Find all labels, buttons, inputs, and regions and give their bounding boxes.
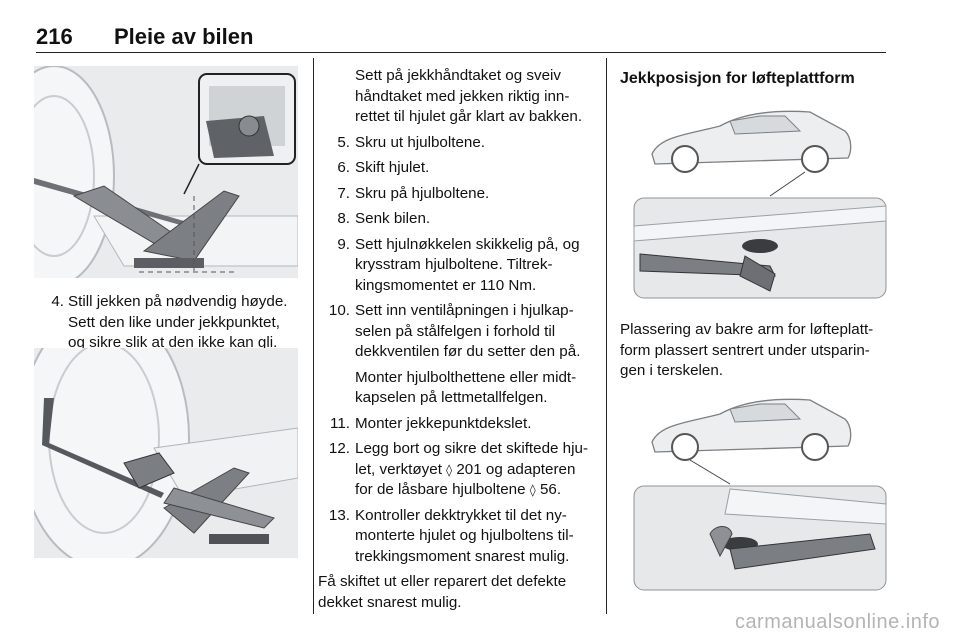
step-text: let, verktøyet ◊ 201 og adapteren <box>355 460 602 481</box>
list-item: 8. Senk bilen. <box>322 209 602 230</box>
list-item: 13. Kontroller dekktrykket til det ny- m… <box>322 506 602 568</box>
list-item: 12. Legg bort og sikre det skiftede hju-… <box>322 439 602 501</box>
step-number: 9. <box>337 235 350 253</box>
step-text: Sett hjulnøkkelen skikkelig på, og <box>355 235 580 253</box>
step-text: rettet til hjulet går klart av bakken. <box>355 108 583 125</box>
step-text: Monter jekkepunktdekslet. <box>355 414 532 432</box>
chapter-title: Pleie av bilen <box>114 24 254 49</box>
list-item: 4. Still jekken på nødvendig høyde. Sett… <box>44 292 306 354</box>
step-text-part: let, verktøyet <box>355 460 447 478</box>
step-text-part: for de låsbare hjulboltene <box>355 481 530 498</box>
step-number: 10. <box>328 302 350 319</box>
step-number: 7. <box>337 184 350 202</box>
step-text: Skift hjulet. <box>355 159 430 176</box>
step-text: Legg bort og sikre det skiftede hju- <box>355 440 589 457</box>
step-text: Skru ut hjulboltene. <box>355 133 486 151</box>
step-number: 11. <box>330 414 350 432</box>
step-text: Senk bilen. <box>355 210 431 227</box>
step-text: selen på stålfelgen i forhold til <box>355 322 556 340</box>
list-item: 7. Skru på hjulboltene. <box>322 184 602 205</box>
list-item: 9. Sett hjulnøkkelen skikkelig på, og kr… <box>322 235 602 297</box>
page-header: 216 Pleie av bilen <box>36 24 886 53</box>
jack-crank-illustration <box>34 348 298 558</box>
step-number: 4. <box>51 293 64 310</box>
step-list: 4. Still jekken på nødvendig høyde. Sett… <box>44 292 306 359</box>
page-reference-icon: ◊ <box>446 462 453 477</box>
page-reference[interactable]: 201 og adapteren <box>452 460 576 478</box>
step-number: 8. <box>337 210 350 227</box>
page-number: 216 <box>36 24 73 49</box>
step-text: for de låsbare hjulboltene ◊ 56. <box>355 480 602 501</box>
caption-text: gen i terskelen. <box>620 362 723 379</box>
step-text: kapselen på lettmetallfelgen. <box>355 389 548 406</box>
step-text: krysstram hjulboltene. Tiltrek- <box>355 256 553 273</box>
step-text: Skru på hjulboltene. <box>355 184 490 202</box>
step-number: 6. <box>337 159 350 176</box>
column-divider <box>313 58 315 614</box>
page-reference-icon: ◊ <box>529 483 536 497</box>
step-text: Kontroller dekktrykket til det ny- <box>355 506 567 524</box>
list-item: 5. Skru ut hjulboltene. <box>322 133 602 154</box>
step-text: håndtaket med jekken riktig inn- <box>355 87 570 105</box>
list-item: 11. Monter jekkepunktdekslet. <box>322 414 602 435</box>
step-text: Still jekken på nødvendig høyde. <box>68 293 288 310</box>
column-divider <box>606 58 608 614</box>
section-heading: Jekkposisjon for løfteplattform <box>620 70 855 87</box>
step-text: Monter hjulbolthettene eller midt- <box>355 368 577 386</box>
closing-paragraph: Få skiftet ut eller reparert det defekte… <box>318 572 602 613</box>
step-number: 5. <box>337 133 350 151</box>
step-number: 13. <box>328 506 350 524</box>
lift-platform-illustration <box>620 96 888 304</box>
step-text: Sett den like under jekkpunktet, <box>68 313 280 331</box>
step-text: og sikre slik at den ikke kan gli. <box>68 334 278 351</box>
step-list: Sett på jekkhåndtaket og sveiv håndtaket… <box>318 66 602 613</box>
step-text: Sett inn ventilåpningen i hjulkap- <box>355 302 574 319</box>
caption-text: Plassering av bakre arm for løfteplatt- <box>620 321 874 338</box>
step-text: dekkventilen før du setter den på. <box>355 343 581 360</box>
watermark: carmanualsonline.info <box>734 611 940 633</box>
list-item: 6. Skift hjulet. <box>322 158 602 179</box>
page-reference[interactable]: 56. <box>535 481 562 498</box>
caption-text: form plassert sentrert under utsparin- <box>620 341 870 359</box>
figure-caption: Plassering av bakre arm for løfteplatt- … <box>620 320 890 382</box>
step-text: monterte hjulet og hjulboltens til- <box>355 527 574 544</box>
list-item: 10. Sett inn ventilåpningen i hjulkap- s… <box>322 301 602 363</box>
paragraph-text: Få skiftet ut eller reparert det defekte <box>318 573 567 590</box>
step-text: kingsmomentet er 110 Nm. <box>355 276 537 294</box>
step-text-block: Sett på jekkhåndtaket og sveiv håndtaket… <box>322 66 602 128</box>
step-text: Sett på jekkhåndtaket og sveiv <box>355 67 562 84</box>
lift-arm-illustration <box>620 384 888 594</box>
paragraph-text: dekket snarest mulig. <box>318 593 462 611</box>
step-number: 12. <box>328 440 350 457</box>
jack-position-illustration <box>34 66 298 278</box>
step-text-block: Monter hjulbolthettene eller midt- kapse… <box>322 368 602 409</box>
step-text: trekkingsmoment snarest mulig. <box>355 547 570 565</box>
